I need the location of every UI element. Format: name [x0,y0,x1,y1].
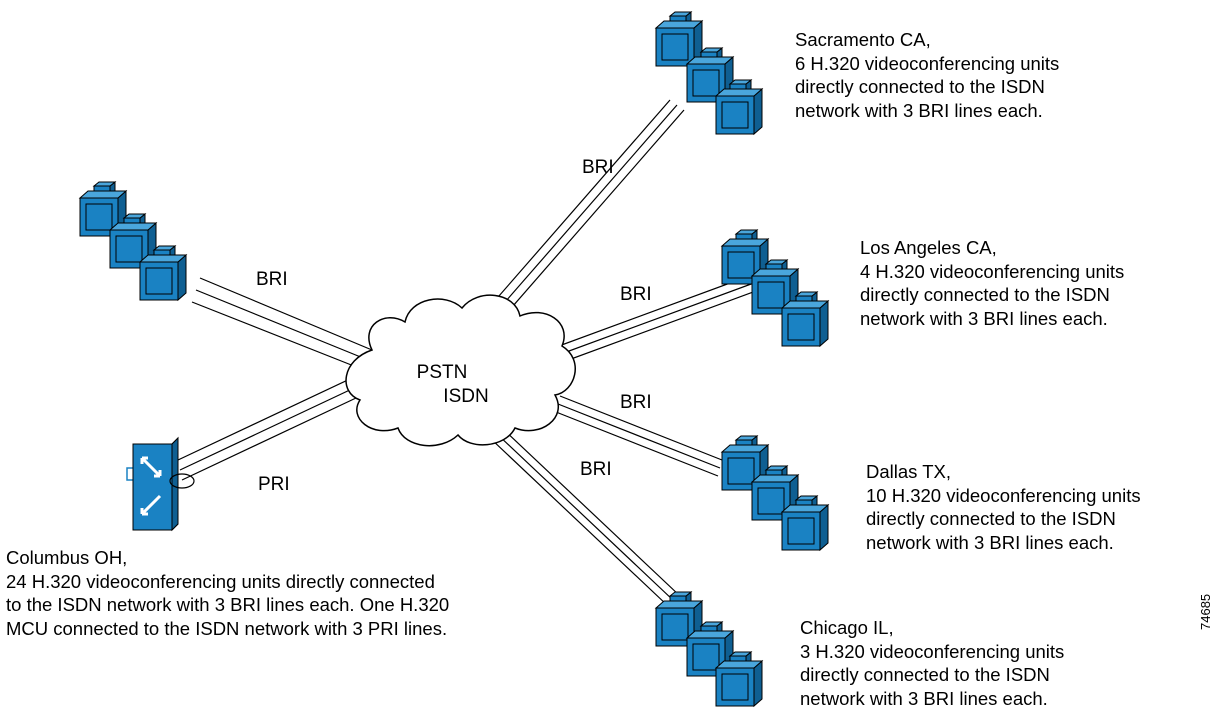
site-name: Sacramento CA, [795,29,931,50]
site-description-dallas: Dallas TX, 10 H.320 videoconferencing un… [866,460,1141,554]
site-line: 6 H.320 videoconferencing units [795,52,1060,74]
site-line: 24 H.320 videoconferencing units directl… [6,570,435,592]
link-label-los-angeles: BRI [620,284,652,305]
site-description-los-angeles: Los Angeles CA, 4 H.320 videoconferencin… [860,236,1124,330]
site-name: Dallas TX, [866,461,951,482]
link-label-chicago: BRI [580,459,612,480]
site-description-sacramento: Sacramento CA, 6 H.320 videoconferencing… [795,28,1059,122]
chicago-units-icon [655,591,763,707]
link-label-sacramento: BRI [582,157,614,178]
sacramento-units-icon [655,11,763,135]
site-line: 3 H.320 videoconferencing units [800,640,1065,662]
site-line: network with 3 BRI lines each. [860,307,1108,329]
los-angeles-units-icon [721,229,829,347]
site-line: network with 3 BRI lines each. [800,687,1048,709]
site-line: 10 H.320 videoconferencing units [866,484,1141,506]
site-line: MCU connected to the ISDN network with 3… [6,617,448,639]
link-left-group [191,277,373,371]
pstn-isdn-cloud: PSTN ISDN [345,294,576,447]
link-label-left-group: BRI [256,269,288,290]
cloud-label-isdn: ISDN [443,386,488,407]
site-line: directly connected to the ISDN [795,76,1045,97]
cloud-label-pstn: PSTN [417,362,468,383]
site-line: to the ISDN network with 3 BRI lines eac… [6,594,450,615]
site-line: directly connected to the ISDN [866,508,1116,529]
columbus-units-icon [79,181,187,301]
link-label-columbus-mcu: PRI [258,474,290,495]
link-columbus-mcu [177,377,357,481]
site-name: Columbus OH, [6,547,128,568]
site-line: directly connected to the ISDN [800,664,1050,685]
mcu-switch-icon [126,436,195,532]
site-line: network with 3 BRI lines each. [866,531,1114,553]
site-line: network with 3 BRI lines each. [795,99,1043,121]
site-line: 4 H.320 videoconferencing units [860,260,1125,282]
link-chicago [489,427,681,607]
link-los-angeles [547,271,765,367]
link-dallas [555,395,723,477]
link-sacramento [477,99,685,331]
site-name: Los Angeles CA, [860,237,997,258]
link-label-dallas: BRI [620,392,652,413]
site-name: Chicago IL, [800,617,894,638]
site-description-columbus: Columbus OH, 24 H.320 videoconferencing … [6,546,449,640]
site-line: directly connected to the ISDN [860,284,1110,305]
site-description-chicago: Chicago IL, 3 H.320 videoconferencing un… [800,616,1064,710]
figure-id: 74685 [1198,593,1213,630]
dallas-units-icon [721,435,829,551]
